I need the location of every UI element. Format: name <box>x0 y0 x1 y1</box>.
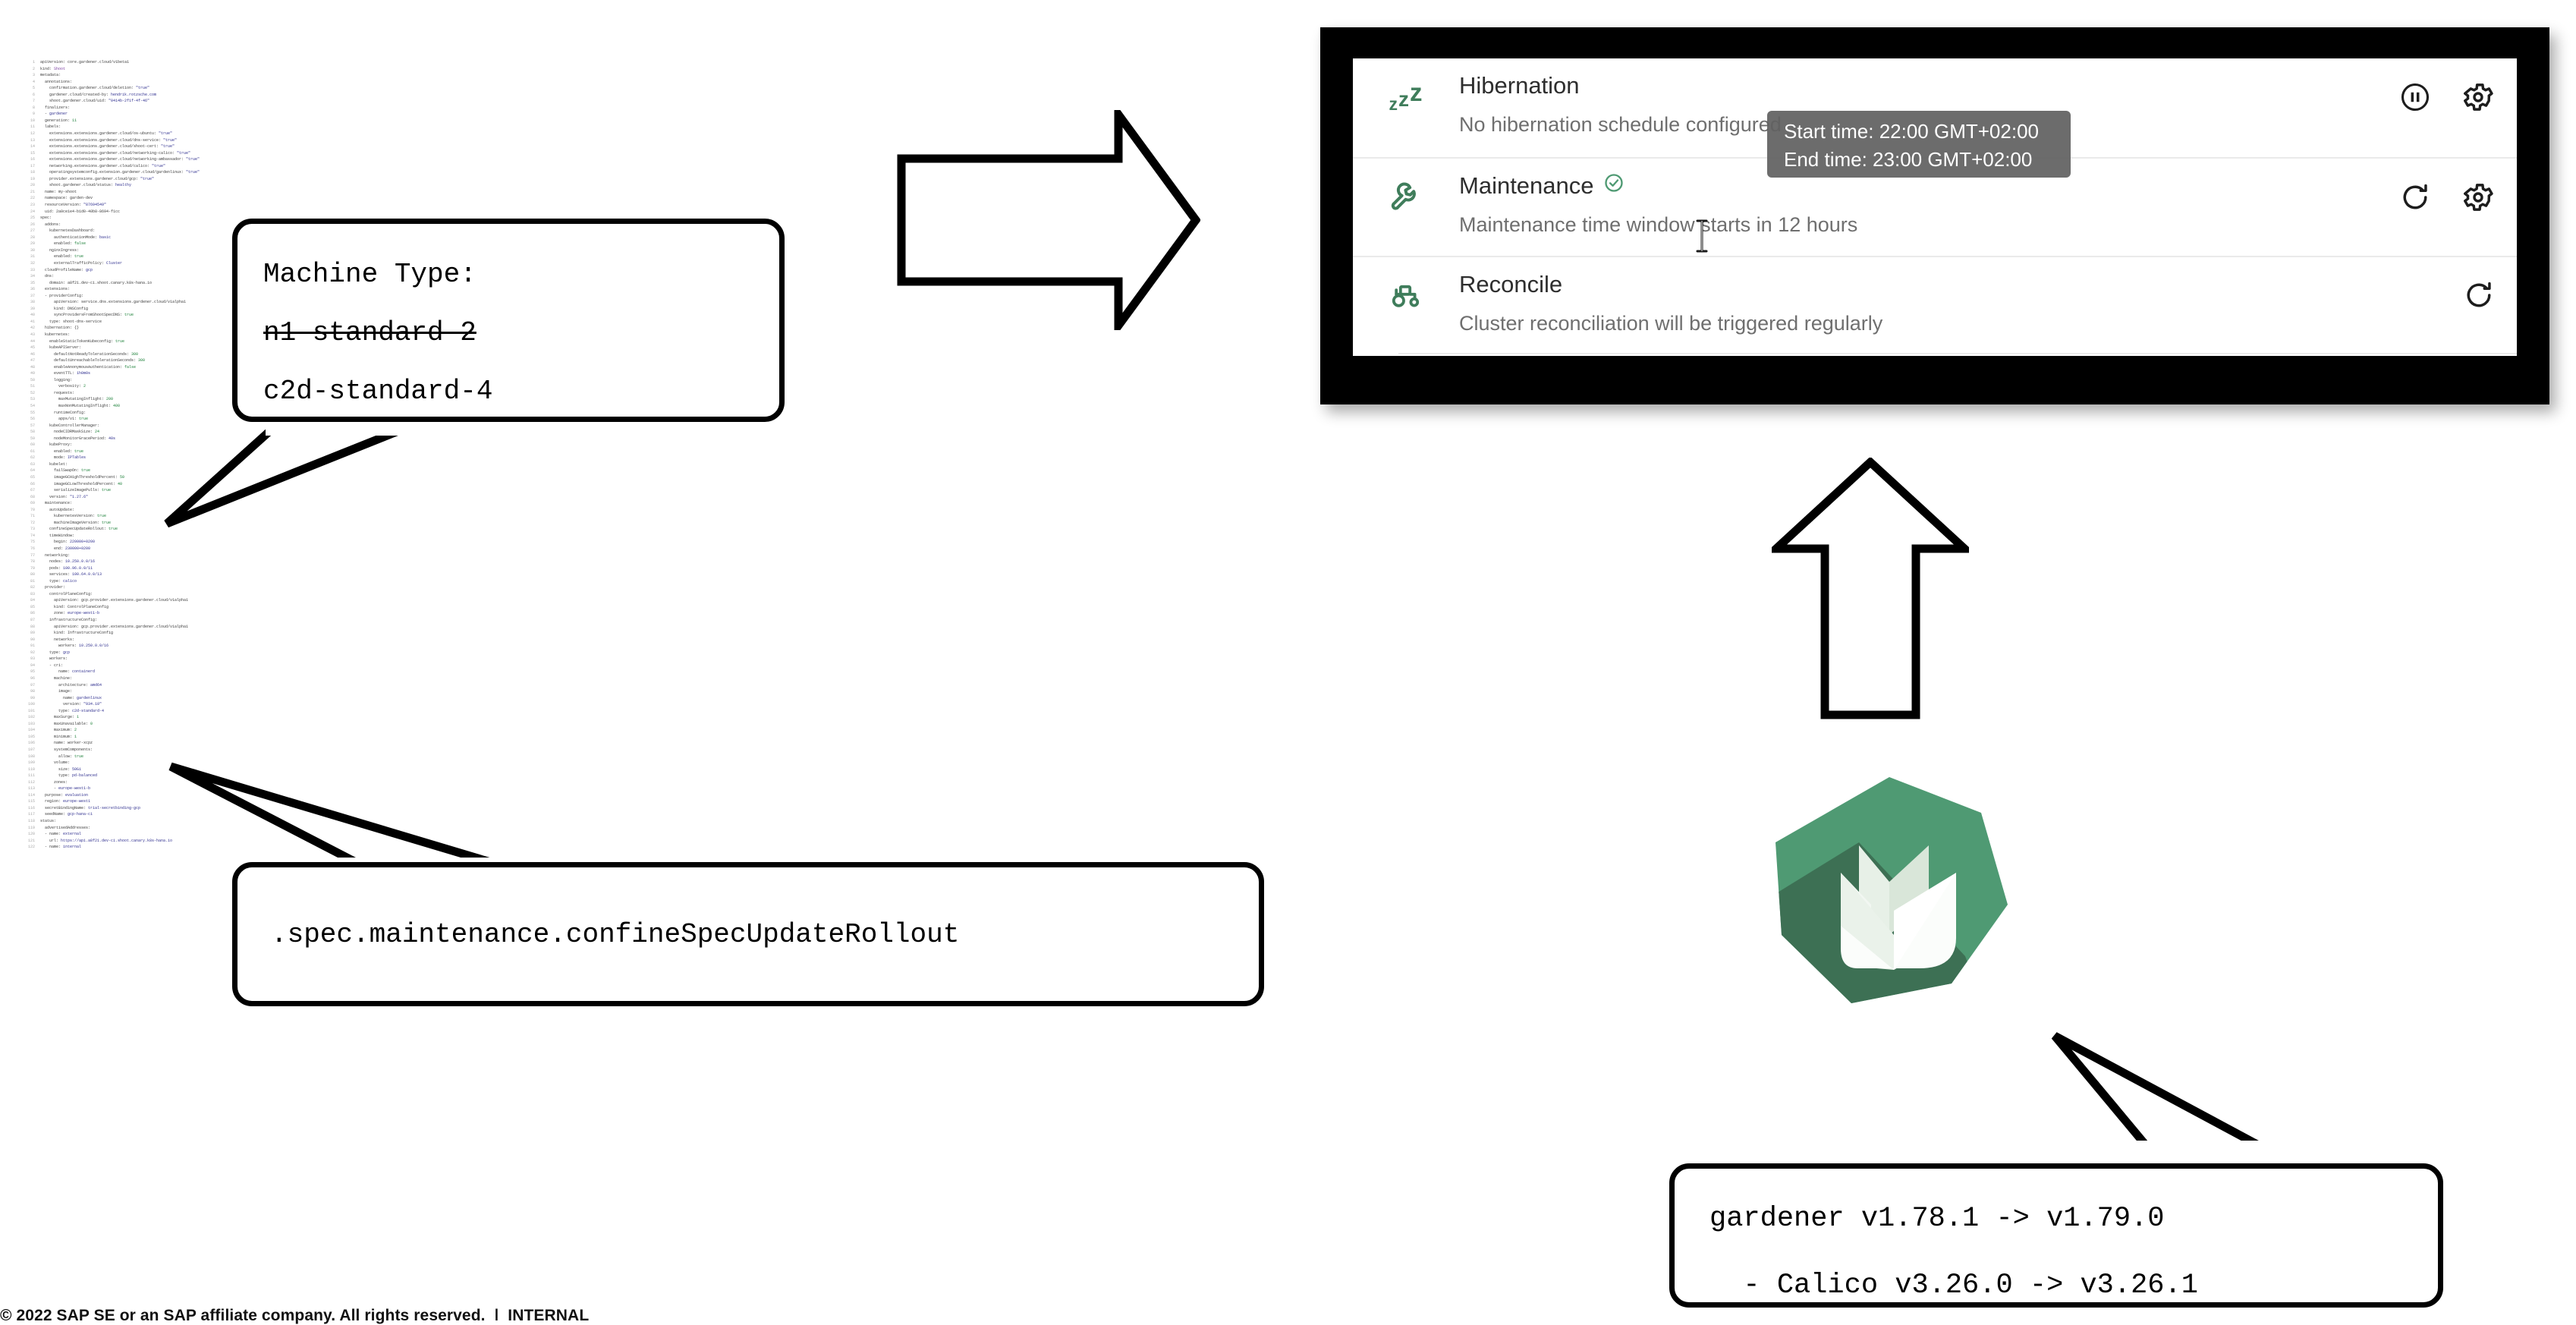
reconcile-title: Reconcile <box>1459 270 2462 299</box>
refresh-icon[interactable] <box>2462 279 2496 316</box>
hibernation-actions <box>2398 58 2517 118</box>
gardener-version-line1: gardener v1.78.1 -> v1.79.0 <box>1709 1203 2165 1235</box>
tooltip-end-time: End time: 23:00 GMT+02:00 <box>1784 148 2033 171</box>
machine-type-old: n1-standard-2 <box>263 317 477 348</box>
right-arrow-shape <box>897 110 1200 330</box>
hibernation-title-label: Hibernation <box>1459 72 1580 99</box>
hibernation-title: Hibernation <box>1459 71 2398 100</box>
pause-circle-icon[interactable] <box>2398 80 2432 118</box>
hibernation-subtitle: No hibernation schedule configured <box>1459 113 1782 136</box>
maintenance-time-tooltip: Start time: 22:00 GMT+02:00 End time: 23… <box>1767 111 2071 178</box>
gardener-version-line2: - Calico v3.26.0 -> v3.26.1 <box>1709 1270 2198 1301</box>
maintenance-subtitle: Maintenance time window starts in 12 hou… <box>1459 213 1858 236</box>
gear-icon[interactable] <box>2461 80 2496 118</box>
reconcile-subtitle: Cluster reconciliation will be triggered… <box>1459 312 1883 335</box>
maintenance-title-label: Maintenance <box>1459 172 1594 199</box>
shoot-row-hibernation[interactable]: zzz Hibernation No hibernation schedule … <box>1353 58 2517 157</box>
machine-type-new: c2d-standard-4 <box>263 376 493 407</box>
reconcile-body: Reconcile Cluster reconciliation will be… <box>1459 257 2462 336</box>
reconcile-actions <box>2462 257 2517 316</box>
maintenance-actions <box>2398 159 2517 219</box>
maintenance-body: Maintenance Maintenance time window star… <box>1459 159 2398 238</box>
maintenance-title: Maintenance <box>1459 172 2398 200</box>
refresh-icon[interactable] <box>2398 181 2432 218</box>
gardener-logo <box>1776 777 2008 1003</box>
wrench-icon <box>1353 159 1459 215</box>
text-cursor-ibeam <box>1696 219 1708 253</box>
confine-text: .spec.maintenance.confineSpecUpdateRollo… <box>271 918 960 950</box>
sleep-zzz-icon: zzz <box>1389 78 1423 114</box>
shoot-details-card: zzz Hibernation No hibernation schedule … <box>1353 58 2517 356</box>
check-circle-icon <box>1603 172 1625 200</box>
confine-spec-update-rollout-callout: .spec.maintenance.confineSpecUpdateRollo… <box>232 862 1264 1006</box>
slide-footer: © 2022 SAP SE or an SAP affiliate compan… <box>0 1307 590 1324</box>
gardener-version-callout: gardener v1.78.1 -> v1.79.0 - Calico v3.… <box>1669 1163 2443 1308</box>
machine-type-callout: Machine Type: n1-standard-2 c2d-standard… <box>232 219 785 422</box>
hibernation-body: Hibernation No hibernation schedule conf… <box>1459 58 2398 137</box>
gear-icon[interactable] <box>2461 180 2496 219</box>
up-arrow-shape <box>1772 458 1969 719</box>
shoot-row-reconcile[interactable]: Reconcile Cluster reconciliation will be… <box>1353 256 2517 354</box>
tooltip-start-time: Start time: 22:00 GMT+02:00 <box>1784 120 2039 143</box>
reconcile-title-label: Reconcile <box>1459 271 1563 297</box>
shoot-card-screenshot-frame: zzz Hibernation No hibernation schedule … <box>1320 27 2549 404</box>
machine-type-title: Machine Type: <box>263 259 477 290</box>
tractor-icon <box>1353 257 1459 313</box>
